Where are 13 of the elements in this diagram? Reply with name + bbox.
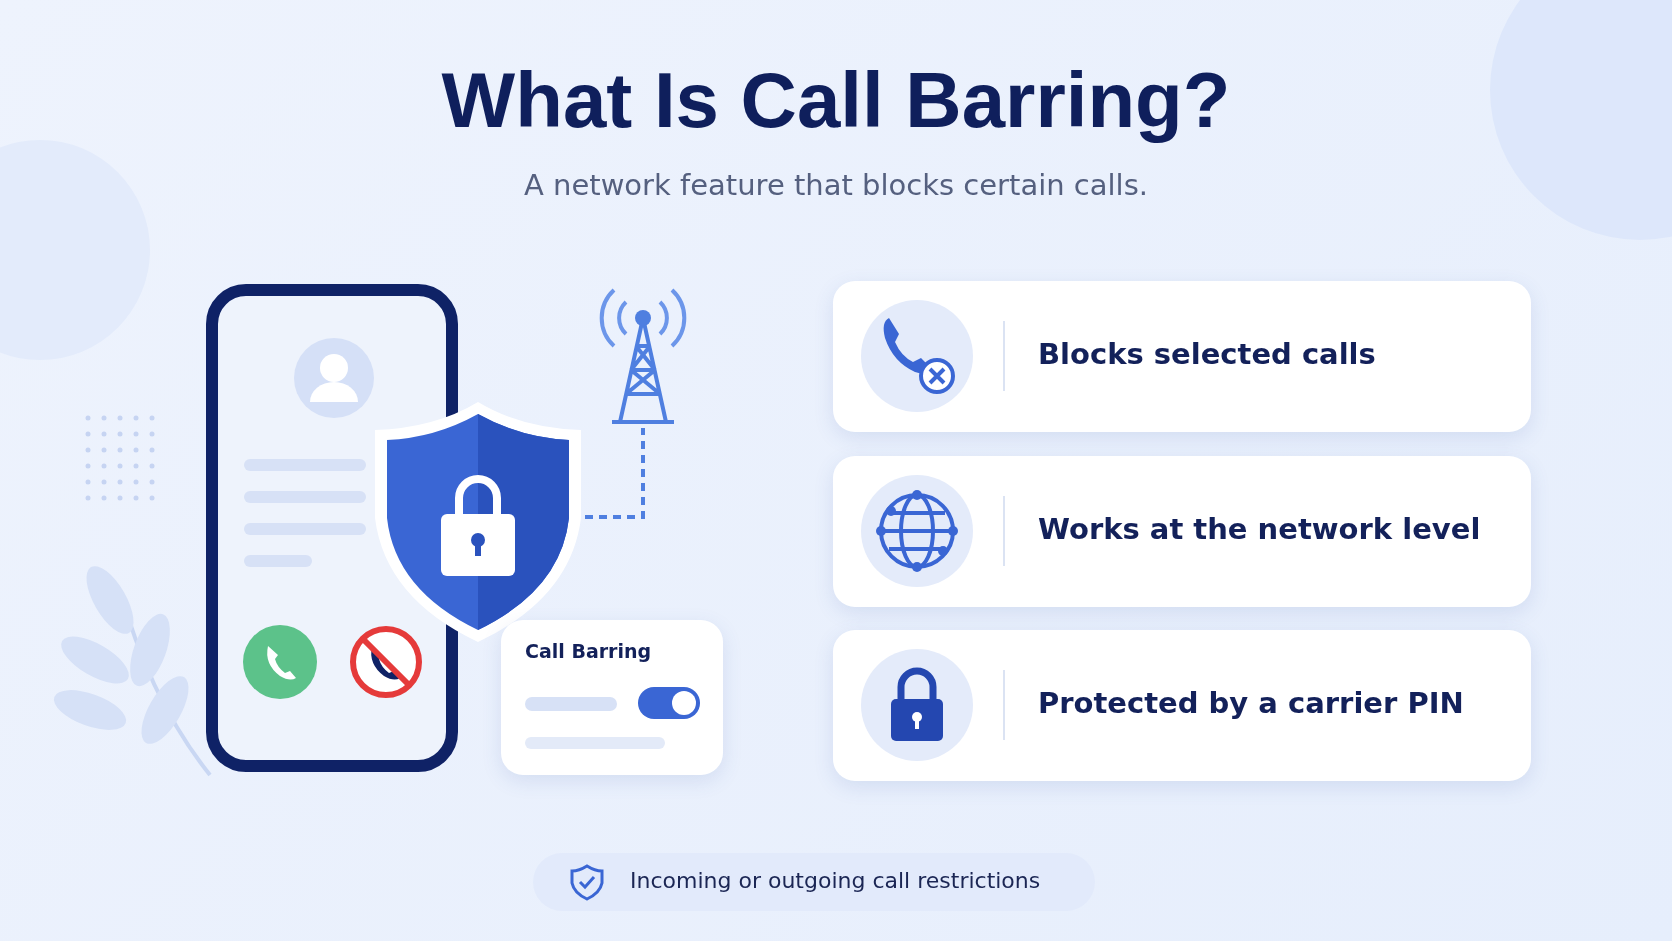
title: What Is Call Barring? xyxy=(440,55,1232,146)
settings-card xyxy=(501,620,723,775)
feature-card xyxy=(833,456,1531,607)
subtitle: A network feature that blocks certain calls. xyxy=(523,168,1149,202)
feature-card xyxy=(833,630,1531,781)
feature-text: Protected by a carrier PIN xyxy=(1038,686,1464,720)
dashed-connector xyxy=(585,428,645,519)
feature-text: Blocks selected calls xyxy=(1038,337,1376,371)
feature-card xyxy=(833,281,1531,432)
feature-text: Works at the network level xyxy=(1038,512,1481,546)
pill-text: Incoming or outgoing call restrictions xyxy=(630,868,1041,893)
phone-drawing xyxy=(206,284,458,772)
card-title: Call Barring xyxy=(525,640,652,662)
